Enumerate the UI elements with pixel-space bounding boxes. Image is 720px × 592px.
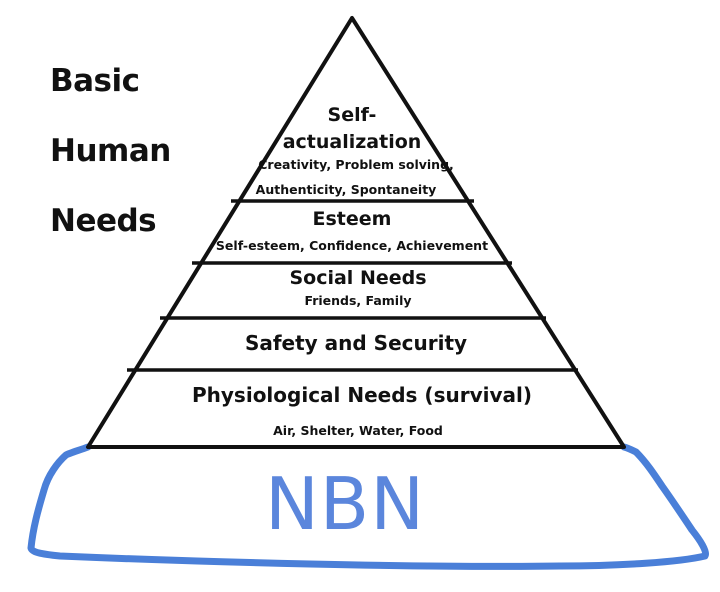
title-line-basic: Basic [50,63,140,99]
level-social-subtitle: Friends, Family [304,293,412,308]
level-self-actualization-subtitle-1: Creativity, Problem solving, [258,157,454,172]
level-esteem-subtitle: Self-esteem, Confidence, Achievement [215,238,489,253]
level-esteem-title: Esteem [312,208,392,230]
title-line-human: Human [50,133,171,169]
foundation-label: NBN [264,462,426,546]
foundation-outline [27,443,710,570]
level-physiological-title: Physiological Needs (survival) [192,383,532,407]
level-self-actualization-title-2: actualization [282,131,422,153]
level-self-actualization-subtitle-2: Authenticity, Spontaneity [255,182,437,197]
level-social-title: Social Needs [289,267,427,289]
level-self-actualization-title-1: Self- [327,104,377,126]
title-line-needs: Needs [50,203,157,239]
level-physiological-subtitle: Air, Shelter, Water, Food [273,423,443,438]
level-safety-title: Safety and Security [244,331,468,355]
